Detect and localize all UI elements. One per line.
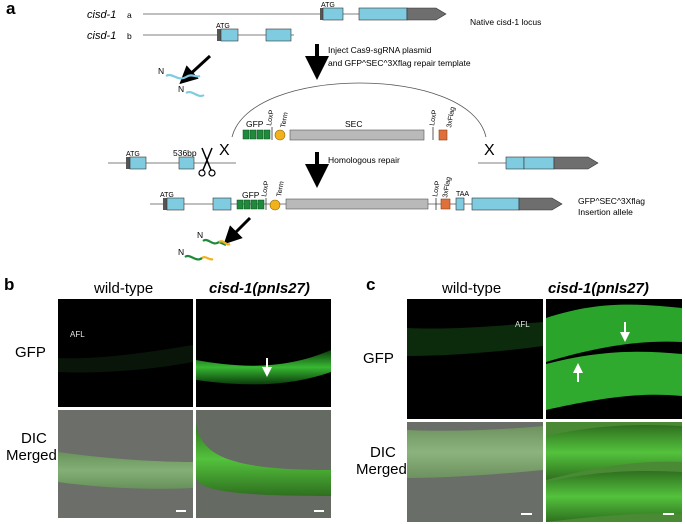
homologous-repair-label: Homologous repair <box>328 155 400 165</box>
term-label-allele: Term <box>276 181 286 198</box>
panel-b-row-merged: Merged <box>6 447 57 464</box>
atg-label-a: ATG <box>321 2 335 9</box>
gfp-label-template: GFP <box>246 119 264 129</box>
flag-block <box>440 198 451 210</box>
panel-c-afl: AFL <box>515 320 530 329</box>
exon <box>129 156 147 170</box>
panel-b-letter: b <box>4 275 14 294</box>
flag-block <box>438 129 448 141</box>
panel-c-row-gfp: GFP <box>363 350 394 367</box>
exon <box>220 28 239 42</box>
gfp-block <box>242 129 250 140</box>
exon <box>322 7 344 21</box>
transcript-a-suffix: a <box>127 10 132 20</box>
panel-a: a cisd-1 a ATG Native cisd-1 locus cisd-… <box>6 0 645 261</box>
exon <box>455 197 465 211</box>
exon <box>265 28 292 42</box>
flag-label-template: 3xFlag <box>446 106 457 128</box>
inject-line-2: and GFP^SEC^3Xflag repair template <box>328 58 471 68</box>
panel-c-row-dic: DIC <box>370 444 396 461</box>
panel-c-col-mut: cisd-1(pnIs27) <box>548 280 649 297</box>
panel-b-row-gfp: GFP <box>15 344 46 361</box>
scale-bar <box>521 513 532 515</box>
panel-b-afl: AFL <box>70 330 85 339</box>
panel-b-col-wt: wild-type <box>93 280 153 297</box>
exon <box>505 156 525 170</box>
exon-start-mark <box>126 157 130 169</box>
flag-label-allele: 3xFlag <box>442 176 453 198</box>
exon <box>471 197 520 211</box>
cross-left: X <box>219 142 230 159</box>
gfp-block <box>236 199 244 210</box>
panel-c-dic-mutant-image <box>546 422 682 522</box>
scale-bar <box>176 510 186 512</box>
panel-c: c wild-type cisd-1(pnIs27) GFP DIC Merge… <box>356 275 682 522</box>
gfp-block <box>263 129 271 140</box>
term-label-template: Term <box>280 112 290 129</box>
taa-label: TAA <box>456 191 469 198</box>
panel-b-dic-mutant-image <box>196 410 331 518</box>
panel-c-col-wt: wild-type <box>441 280 501 297</box>
exon <box>178 156 195 170</box>
loxp-label-template-2: LoxP <box>429 109 439 126</box>
utr-arrow <box>553 156 599 170</box>
panel-b: b wild-type cisd-1(pnIs27) GFP DIC Merge… <box>4 275 331 518</box>
scale-bar <box>314 510 324 512</box>
exon <box>523 156 555 170</box>
n-term-1: N <box>158 66 164 76</box>
term-circle <box>269 199 281 211</box>
exon-start-mark <box>163 198 167 210</box>
transcript-a-gene: cisd-1 <box>87 9 116 21</box>
panel-c-row-merged: Merged <box>356 461 407 478</box>
gfp-block <box>249 129 257 140</box>
exon <box>358 7 408 21</box>
term-circle <box>274 129 286 141</box>
gfp-label-allele: GFP <box>242 190 260 200</box>
native-locus-label: Native cisd-1 locus <box>470 17 541 27</box>
sec-block <box>289 129 425 141</box>
scissors-icon <box>198 147 216 177</box>
panel-c-gfp-wildtype-image: AFL <box>407 299 543 419</box>
sec-block <box>285 198 429 210</box>
utr-arrow <box>518 197 563 211</box>
utr-arrow <box>406 7 447 21</box>
exon-start-mark <box>320 8 323 20</box>
insertion-line-2: Insertion allele <box>578 207 633 217</box>
n-term-2: N <box>178 84 184 94</box>
panel-b-dic-wildtype-image <box>58 410 193 518</box>
gfp-block <box>256 129 264 140</box>
gfp-block <box>250 199 258 210</box>
sec-label: SEC <box>345 119 362 129</box>
exon <box>166 197 185 211</box>
insertion-line-1: GFP^SEC^3Xflag <box>578 196 645 206</box>
panel-b-gfp-wildtype-image: AFL <box>58 299 193 407</box>
panel-b-col-mut: cisd-1(pnIs27) <box>209 280 310 297</box>
atg-label-allele: ATG <box>160 192 174 199</box>
n-term-3: N <box>197 230 203 240</box>
distance-label: 536bp <box>173 148 197 158</box>
gfp-block <box>243 199 251 210</box>
n-term-4: N <box>178 247 184 257</box>
transcript-b-gene: cisd-1 <box>87 30 116 42</box>
gfp-block <box>257 199 265 210</box>
panel-b-gfp-mutant-image <box>196 299 331 407</box>
panel-c-dic-wildtype-image <box>407 422 543 522</box>
scale-bar <box>663 513 674 515</box>
loxp-label-template-1: LoxP <box>266 109 276 126</box>
cross-right: X <box>484 142 495 159</box>
panel-a-letter: a <box>6 0 16 18</box>
transcript-b-suffix: b <box>127 31 132 41</box>
atg-label-target: ATG <box>126 151 140 158</box>
exon <box>212 197 232 211</box>
loxp-label-allele-2: LoxP <box>432 180 442 197</box>
atg-label-b: ATG <box>216 23 230 30</box>
inject-line-1: Inject Cas9-sgRNA plasmid <box>328 45 432 55</box>
panel-b-row-dic: DIC <box>21 430 47 447</box>
panel-c-gfp-mutant-image <box>546 299 682 419</box>
loxp-label-allele-1: LoxP <box>261 180 271 197</box>
exon-start-mark <box>217 29 221 41</box>
panel-c-letter: c <box>366 275 375 294</box>
